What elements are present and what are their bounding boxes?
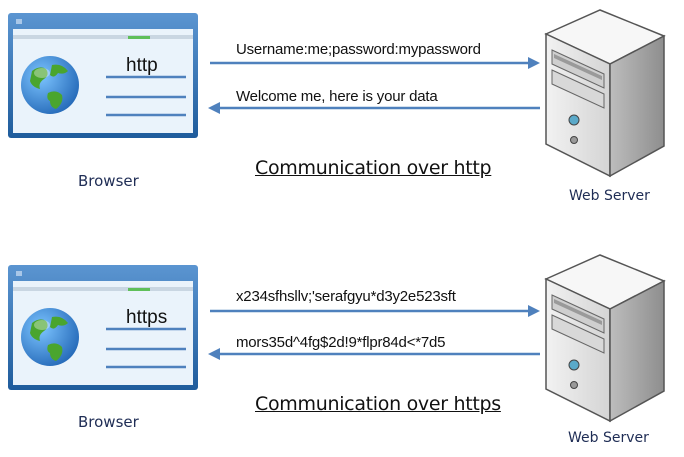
server-label: Web Server xyxy=(569,188,650,204)
message-arrows xyxy=(208,57,540,114)
request-arrowhead xyxy=(528,57,540,69)
server-label: Web Server xyxy=(568,430,649,446)
protocol-label: http xyxy=(126,55,158,76)
browser-label: Browser xyxy=(78,413,139,431)
request-message: Username:me;password:mypassword xyxy=(236,41,481,58)
https-scene: https Browser x234sfhsllv;'serafgyu*d3y2… xyxy=(0,231,684,457)
web-server-icon xyxy=(544,254,666,423)
scene-caption: Communication over https xyxy=(255,393,501,415)
response-arrowhead xyxy=(208,102,220,114)
message-arrows xyxy=(208,305,540,360)
browser-window: https xyxy=(8,265,198,390)
http-scene: http Browser Username:me;password:mypass… xyxy=(0,0,684,226)
browser-window-icon xyxy=(8,265,198,390)
response-message: Welcome me, here is your data xyxy=(236,88,438,105)
request-message: x234sfhsllv;'serafgyu*d3y2e523sft xyxy=(236,288,456,305)
response-message: mors35d^4fg$2d!9*flpr84d<*7d5 xyxy=(236,334,446,351)
request-arrowhead xyxy=(528,305,540,317)
protocol-label: https xyxy=(126,307,168,328)
web-server-icon xyxy=(544,9,666,178)
response-arrowhead xyxy=(208,348,220,360)
scene-caption: Communication over http xyxy=(255,157,492,179)
browser-window-icon xyxy=(8,13,198,138)
browser-label: Browser xyxy=(78,172,139,190)
browser-window: http xyxy=(8,13,198,138)
